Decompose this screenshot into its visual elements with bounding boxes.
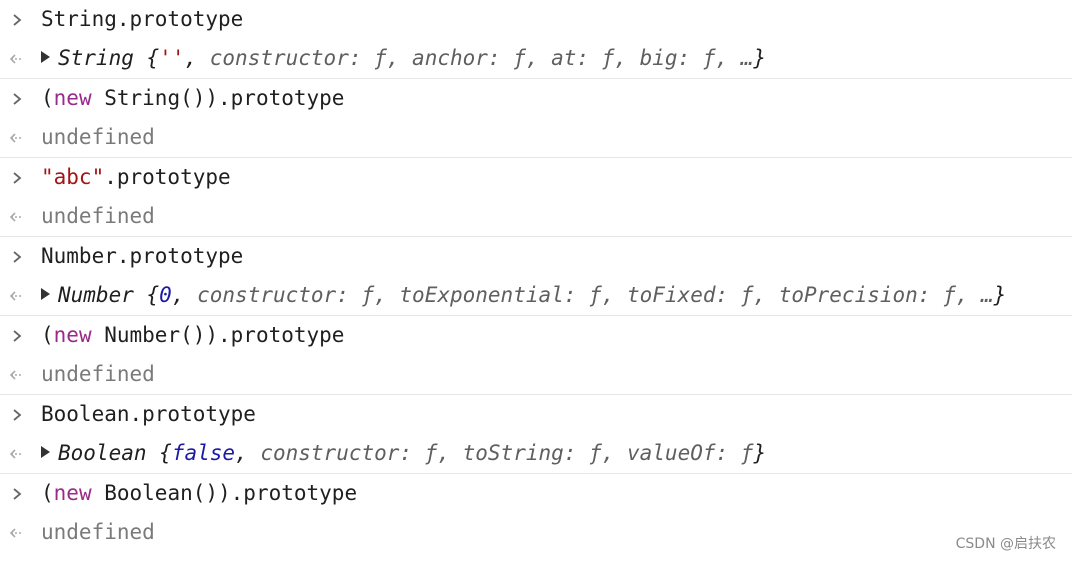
console-output-line: Number {0, constructor: ƒ, toExponential…	[0, 276, 1072, 315]
console-output-line: undefined	[0, 355, 1072, 394]
watermark: CSDN @启扶农	[955, 536, 1056, 552]
console-output-text: undefined	[41, 520, 155, 544]
console-input-text: String.prototype	[41, 7, 244, 31]
return-arrow-icon	[6, 276, 28, 315]
console-input-text: "abc".prototype	[41, 158, 231, 197]
console-entry: String.prototype String {'', constructor…	[0, 0, 1072, 79]
console-input-line[interactable]: String.prototype	[0, 0, 1072, 39]
input-rest: String()).prototype	[91, 86, 345, 110]
object-type-name: String	[58, 46, 134, 70]
chevron-right-icon	[6, 395, 28, 434]
string-literal: "abc"	[41, 165, 105, 189]
object-preview[interactable]: Boolean {false, constructor: ƒ, toString…	[41, 434, 766, 473]
console-input-text: Number.prototype	[41, 244, 244, 268]
console-output-text: undefined	[41, 125, 155, 149]
console-input-text: (new Number()).prototype	[41, 316, 344, 355]
console-output-text: undefined	[41, 204, 155, 228]
console-entry: (new Number()).prototype undefined	[0, 316, 1072, 395]
paren-open: (	[41, 323, 54, 347]
object-brace-open: {	[146, 283, 160, 307]
console-input-line[interactable]: Boolean.prototype	[0, 395, 1072, 434]
object-brace-close: }	[753, 441, 767, 465]
input-rest: .prototype	[104, 165, 231, 189]
return-arrow-icon	[6, 197, 28, 236]
object-properties: constructor: ƒ, anchor: ƒ, at: ƒ, big: ƒ…	[209, 46, 754, 70]
console-output-line: undefined	[0, 197, 1072, 236]
console-output-line: undefined	[0, 118, 1072, 157]
object-type-name: Number	[58, 283, 134, 307]
return-arrow-icon	[6, 39, 28, 78]
console-input-text: (new Boolean()).prototype	[41, 474, 357, 513]
input-rest: Number()).prototype	[91, 323, 345, 347]
object-type-name: Boolean	[58, 441, 147, 465]
console-input-line[interactable]: (new Boolean()).prototype	[0, 474, 1072, 513]
paren-open: (	[41, 481, 54, 505]
object-brace-open: {	[159, 441, 172, 465]
console-input-line[interactable]: (new String()).prototype	[0, 79, 1072, 118]
object-properties: constructor: ƒ, toExponential: ƒ, toFixe…	[197, 283, 994, 307]
console-input-text: (new String()).prototype	[41, 79, 344, 118]
expand-triangle-icon[interactable]	[41, 288, 50, 300]
object-preview[interactable]: String {'', constructor: ƒ, anchor: ƒ, a…	[41, 39, 766, 78]
chevron-right-icon	[6, 237, 28, 276]
chevron-right-icon	[6, 79, 28, 118]
console-output-line: String {'', constructor: ƒ, anchor: ƒ, a…	[0, 39, 1072, 78]
return-arrow-icon	[6, 513, 28, 552]
chevron-right-icon	[6, 0, 28, 39]
console-output-line: Boolean {false, constructor: ƒ, toString…	[0, 434, 1072, 473]
console-entry: (new Boolean()).prototype undefined	[0, 474, 1072, 552]
console-entry: "abc".prototype undefined	[0, 158, 1072, 237]
object-brace-close: }	[993, 283, 1007, 307]
return-arrow-icon	[6, 434, 28, 473]
expand-triangle-icon[interactable]	[41, 446, 50, 458]
expand-triangle-icon[interactable]	[41, 51, 50, 63]
paren-open: (	[41, 86, 54, 110]
object-primitive-value: false	[171, 441, 236, 465]
object-primitive-value: 0	[159, 283, 172, 307]
return-arrow-icon	[6, 118, 28, 157]
object-brace-open: {	[146, 46, 160, 70]
console-output-line: undefined	[0, 513, 1072, 552]
keyword-new: new	[53, 481, 92, 505]
console-entry: Boolean.prototype Boolean {false, constr…	[0, 395, 1072, 474]
chevron-right-icon	[6, 316, 28, 355]
console-input-line[interactable]: (new Number()).prototype	[0, 316, 1072, 355]
object-preview[interactable]: Number {0, constructor: ƒ, toExponential…	[41, 276, 1006, 315]
object-primitive-value: ''	[159, 46, 185, 70]
return-arrow-icon	[6, 355, 28, 394]
console-output-text: undefined	[41, 362, 155, 386]
console-input-line[interactable]: "abc".prototype	[0, 158, 1072, 197]
console-input-text: Boolean.prototype	[41, 402, 256, 426]
console-input-line[interactable]: Number.prototype	[0, 237, 1072, 276]
keyword-new: new	[53, 323, 92, 347]
object-properties: constructor: ƒ, toString: ƒ, valueOf: ƒ	[260, 441, 754, 465]
keyword-new: new	[53, 86, 92, 110]
object-brace-close: }	[753, 46, 767, 70]
input-rest: Boolean()).prototype	[91, 481, 358, 505]
console-entry: (new String()).prototype undefined	[0, 79, 1072, 158]
console-entry: Number.prototype Number {0, constructor:…	[0, 237, 1072, 316]
chevron-right-icon	[6, 474, 28, 513]
chevron-right-icon	[6, 158, 28, 197]
